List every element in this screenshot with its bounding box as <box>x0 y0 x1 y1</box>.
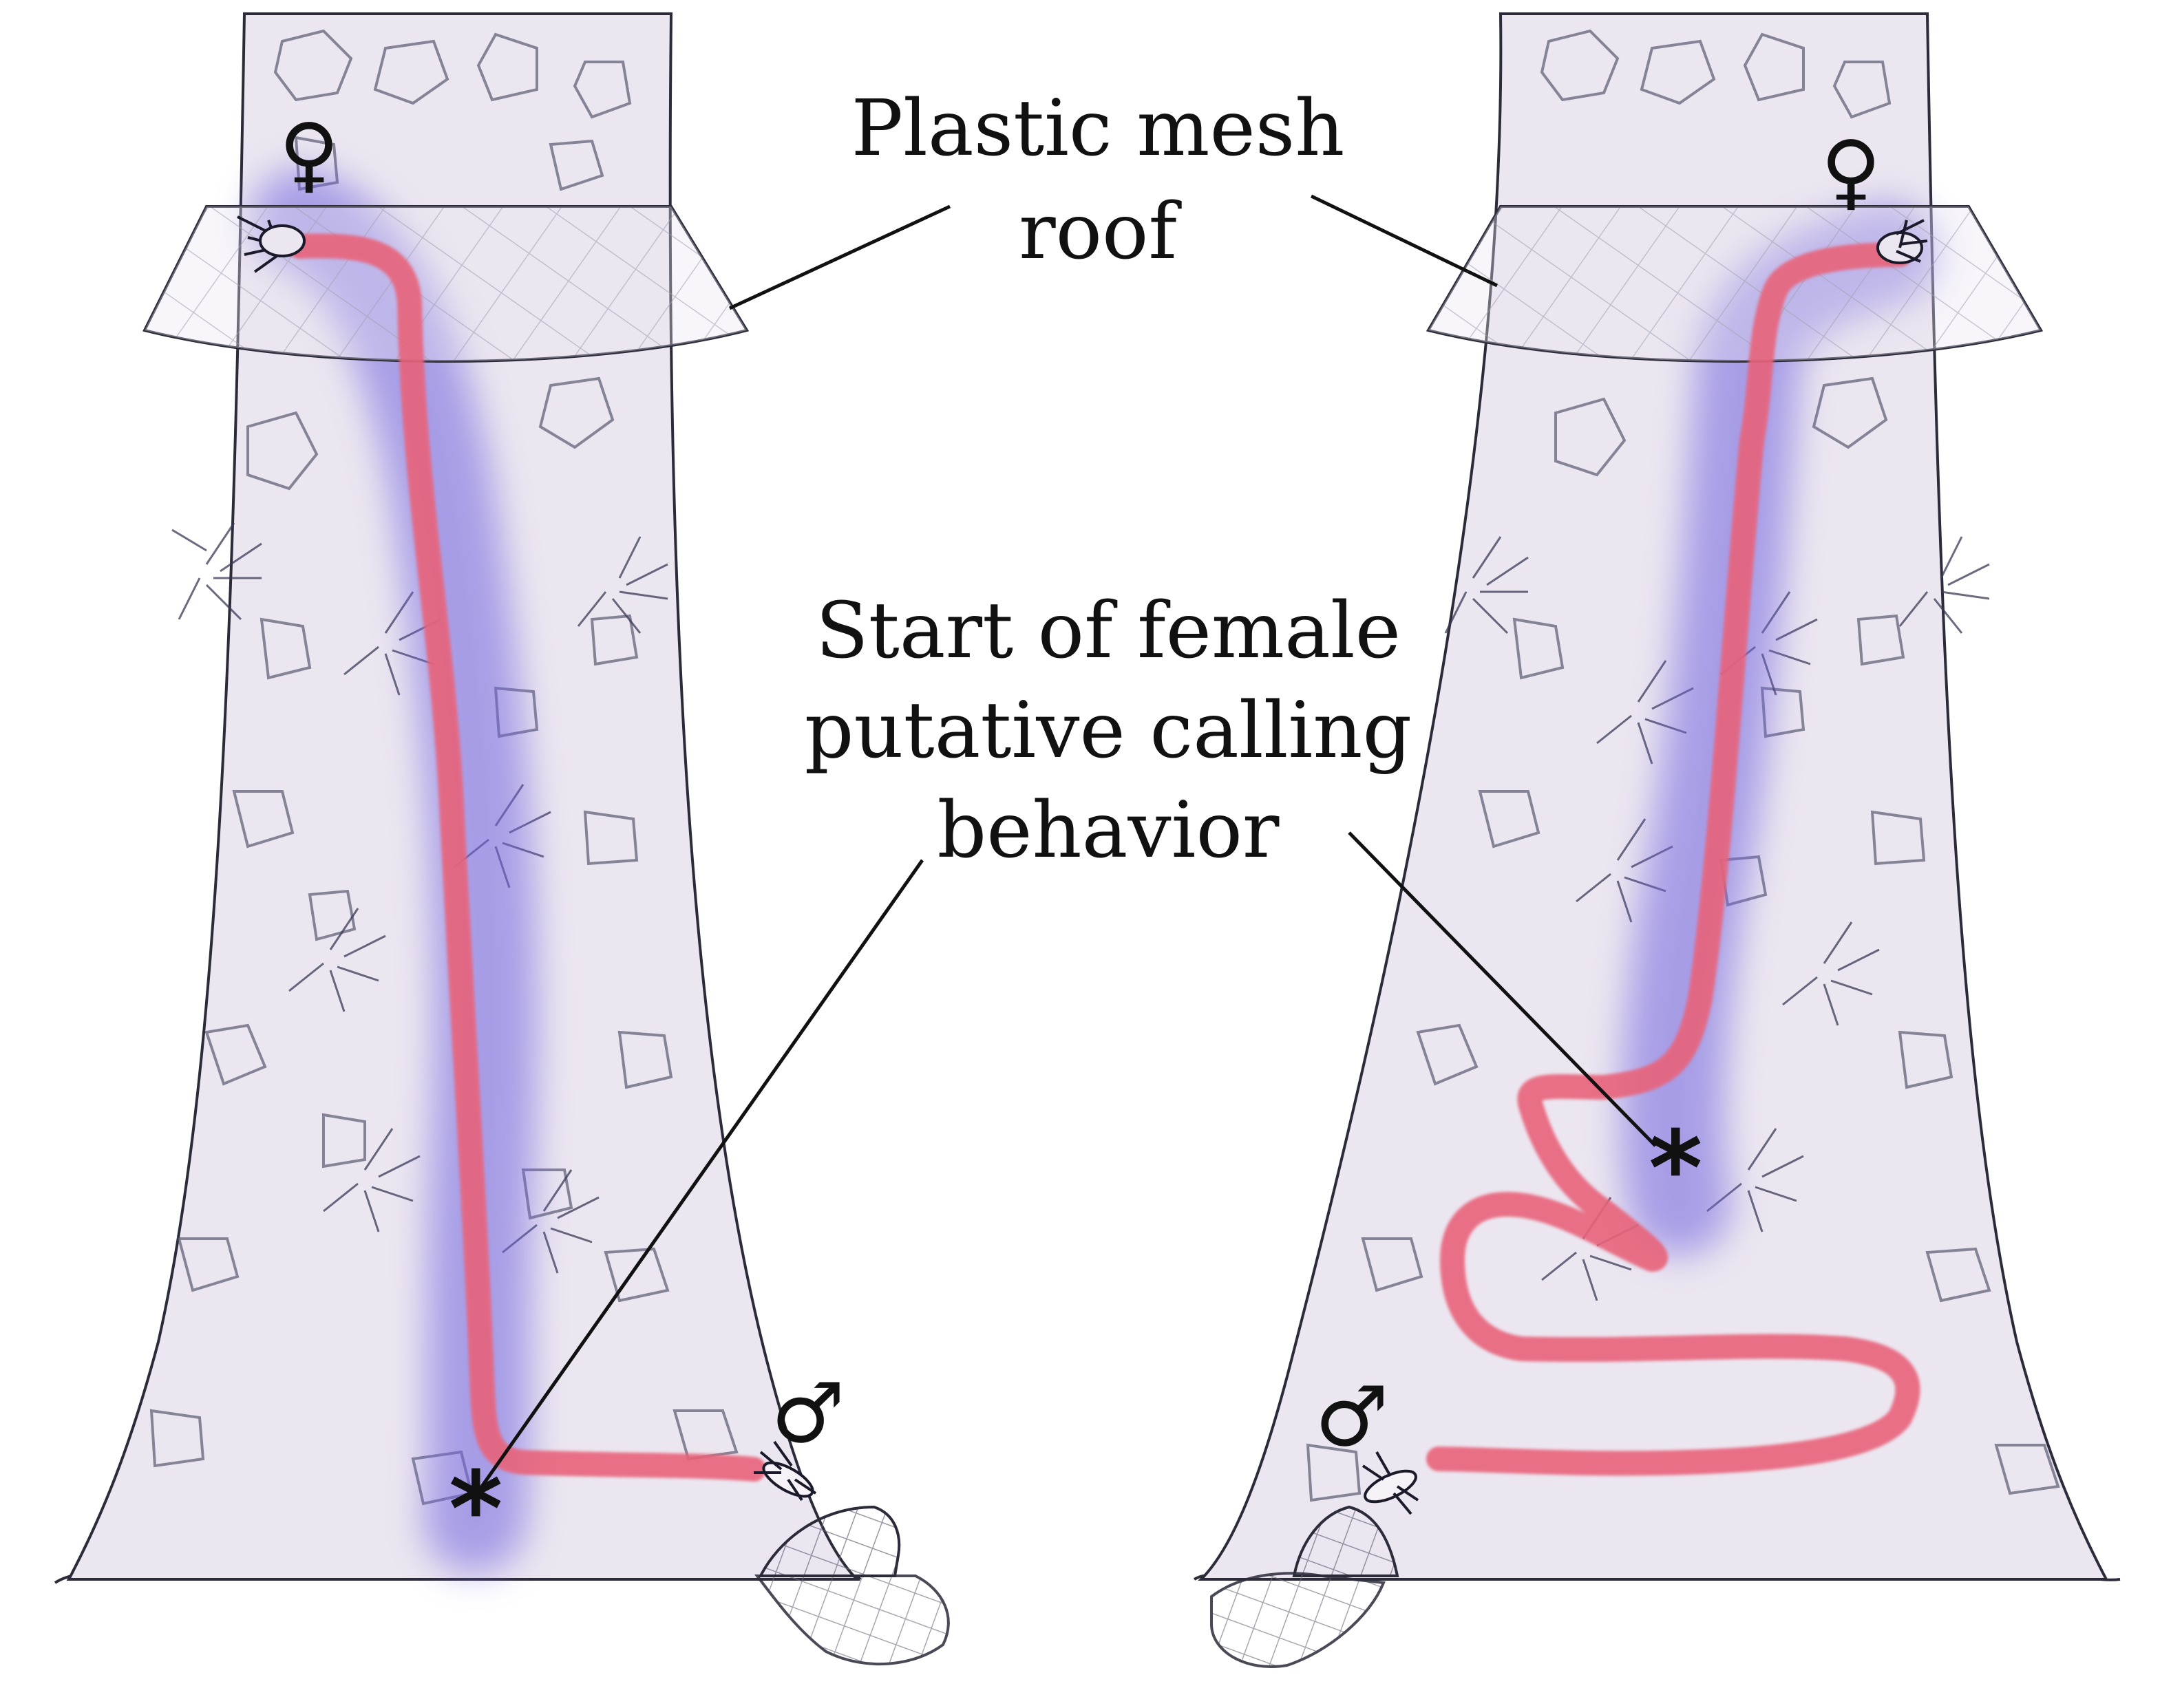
left-mesh-roof <box>142 205 750 363</box>
right-bark-texture <box>1306 29 2060 1502</box>
left-tree-trunk: ♀ ♂ * <box>54 12 950 1666</box>
right-mesh-roof <box>1426 205 2044 363</box>
left-male-symbol: ♂ <box>771 1366 845 1462</box>
right-female-moth-icon <box>1876 219 1928 264</box>
left-trap-net <box>754 1505 950 1666</box>
right-tree-trunk: ♀ ♂ * <box>1193 12 2121 1668</box>
right-male-path <box>1426 242 1920 1476</box>
left-male-moth-icon <box>754 1440 817 1502</box>
left-bark-texture <box>149 29 739 1506</box>
right-calling-start-asterisk: * <box>1649 1109 1702 1229</box>
mesh-roof-label: Plastic mesh roof <box>851 84 1345 277</box>
right-female-symbol: ♀ <box>1821 124 1881 220</box>
calling-label-line-3: behavior <box>938 786 1280 875</box>
mesh-leader-left <box>728 204 951 310</box>
calling-label-line-1: Start of female <box>816 586 1401 676</box>
mesh-label-line-1: Plastic mesh <box>851 84 1345 173</box>
left-male-path <box>287 233 766 1482</box>
calling-leader-right <box>1348 831 1657 1147</box>
left-female-moth-icon <box>237 215 306 273</box>
right-male-moth-icon <box>1362 1451 1419 1515</box>
left-female-symbol: ♀ <box>279 107 339 202</box>
right-male-symbol: ♂ <box>1315 1369 1389 1465</box>
mesh-label-line-2: roof <box>1019 187 1182 277</box>
calling-leader-left <box>480 859 924 1488</box>
mesh-leader-right <box>1310 194 1498 288</box>
calling-label-line-2: putative calling <box>805 686 1412 776</box>
calling-behavior-label: Start of female putative calling behavio… <box>805 586 1412 875</box>
leader-lines <box>480 194 1657 1488</box>
right-trap-net <box>1210 1505 1399 1668</box>
